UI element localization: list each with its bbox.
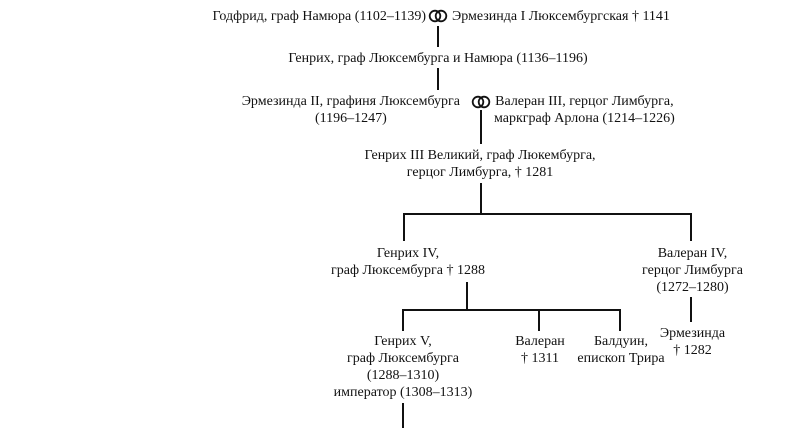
connector-line: [480, 183, 482, 213]
person-title: граф Люксембурга † 1288: [331, 263, 485, 278]
sibling-bar: [403, 213, 691, 215]
connector-line: [538, 309, 540, 331]
person-valeran: Валеран † 1311: [495, 333, 585, 367]
connector-line: [619, 309, 621, 331]
person-name: Валеран III, герцог Лимбурга,: [495, 94, 674, 109]
person-genrikh-5: Генрих V, граф Люксембурга (1288–1310) и…: [313, 333, 493, 401]
person-name: Генрих V,: [374, 334, 432, 349]
connector-line: [402, 403, 404, 428]
person-title: граф Люксембурга: [347, 351, 459, 366]
person-balduin: Балдуин, епископ Трира: [566, 333, 676, 367]
person-genrikh-4: Генрих IV, граф Люксембурга † 1288: [308, 245, 508, 279]
person-ermesinda-1: Эрмезинда I Люксембургская † 1141: [452, 9, 670, 24]
person-title: герцог Лимбурга: [642, 263, 743, 278]
person-godfrid: Годфрид, граф Намюра (1102–1139): [212, 9, 426, 24]
person-name: Валеран: [515, 334, 565, 349]
connector-line: [466, 282, 468, 309]
person-dates: (1272–1280): [656, 280, 729, 295]
connector-line: [437, 68, 439, 90]
person-ermesinda-2: Эрмезинда II, графиня Люксембурга (1196–…: [242, 93, 460, 127]
person-dates: † 1311: [521, 351, 559, 366]
person-title: епископ Трира: [577, 351, 665, 366]
person-name: Генрих III Великий, граф Люкембурга,: [364, 148, 596, 163]
marriage-rings-icon: [428, 9, 448, 23]
person-dates: † 1282: [673, 343, 712, 358]
person-name: Валеран IV,: [657, 246, 728, 261]
marriage-rings-icon: [471, 95, 491, 109]
connector-line: [690, 213, 692, 241]
person-valeran-3: Валеран III, герцог Лимбурга, маркграф А…: [494, 93, 675, 127]
person-valeran-4: Валеран IV, герцог Лимбурга (1272–1280): [610, 245, 775, 296]
person-name: Эрмезинда: [659, 326, 726, 341]
person-reign: император (1308–1313): [333, 385, 473, 400]
connector-line: [690, 297, 692, 322]
person-genrikh-3: Генрих III Великий, граф Люкембурга, гер…: [330, 147, 630, 181]
connector-line: [402, 309, 404, 331]
person-name: Балдуин,: [594, 334, 648, 349]
person-title: маркграф Арлона (1214–1226): [494, 111, 675, 126]
person-name: Генрих IV,: [376, 246, 440, 261]
sibling-bar: [402, 309, 620, 311]
person-dates: (1288–1310): [366, 368, 440, 383]
connector-line: [403, 213, 405, 241]
person-name: Эрмезинда II, графиня Люксембурга: [241, 94, 460, 109]
connector-line: [437, 26, 439, 47]
person-genrikh-namur: Генрих, граф Люксембурга и Намюра (1136–…: [288, 51, 588, 66]
person-title: герцог Лимбурга, † 1281: [406, 165, 554, 180]
person-dates: (1196–1247): [314, 111, 387, 126]
connector-line: [480, 110, 482, 144]
person-ermesinda-child: Эрмезинда † 1282: [650, 325, 735, 359]
